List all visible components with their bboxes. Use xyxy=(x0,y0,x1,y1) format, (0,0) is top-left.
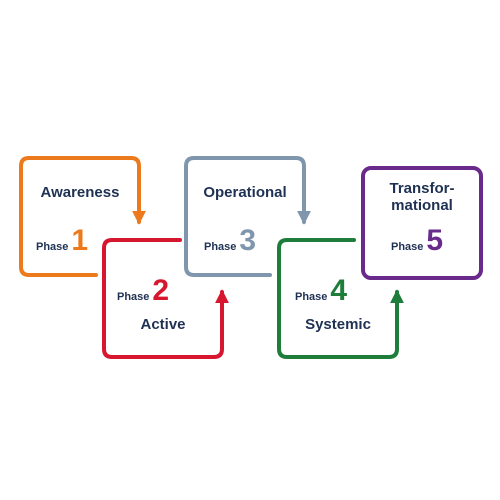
phase-5-box xyxy=(361,166,483,280)
phase-2-word: Phase xyxy=(117,291,150,303)
phase-5-label: Phase 5 xyxy=(391,226,443,256)
phase-3-title: Operational xyxy=(203,184,287,201)
phase-4-box xyxy=(277,238,404,359)
phase-1-word: Phase xyxy=(36,241,69,253)
phase-3-box xyxy=(184,156,311,277)
phase-2-box xyxy=(102,238,229,359)
phase-4-title: Systemic xyxy=(305,316,371,333)
phase-3-word: Phase xyxy=(204,241,237,253)
phase-1-box xyxy=(19,156,146,277)
phase-2-label: Phase 2 xyxy=(117,276,169,306)
phase-2-number: 2 xyxy=(152,274,170,307)
phase-1-label: Phase 1 xyxy=(36,226,88,256)
phase-5-number: 5 xyxy=(426,224,444,257)
phase-3-number: 3 xyxy=(239,224,257,257)
phase-4-number: 4 xyxy=(330,274,348,307)
phase-1-number: 1 xyxy=(71,224,89,257)
phase-5-title-line-1: Transfor- xyxy=(389,180,455,197)
phase-2-title: Active xyxy=(140,316,186,333)
phase-4-label: Phase 4 xyxy=(295,276,347,306)
phase-5-word: Phase xyxy=(391,241,424,253)
phase-5-title: Transfor- mational xyxy=(363,180,481,214)
phase-5-title-line-2: mational xyxy=(391,197,453,214)
phase-3-label: Phase 3 xyxy=(204,226,256,256)
phase-1-title: Awareness xyxy=(40,184,120,201)
phase-4-word: Phase xyxy=(295,291,328,303)
